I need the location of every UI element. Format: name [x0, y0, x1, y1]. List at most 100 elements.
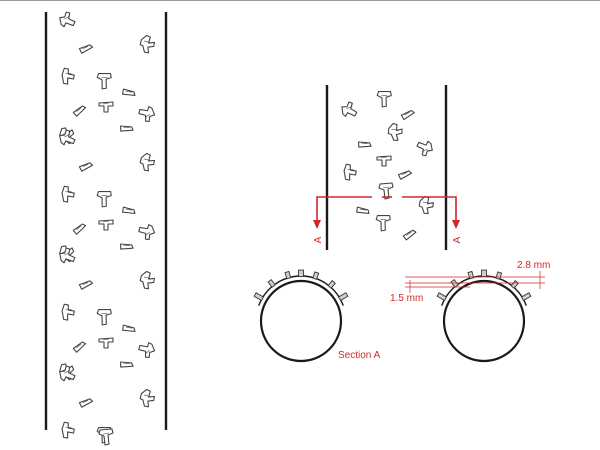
tread-block-icon: [356, 206, 370, 215]
tread-block-detail: [382, 186, 390, 189]
tread-block-detail: [144, 114, 150, 119]
tread-block-detail: [406, 231, 412, 236]
tread-block-detail: [347, 169, 354, 170]
tread-block-icon: [61, 303, 75, 321]
tread-lug: [327, 280, 336, 289]
cross-section-right: [436, 269, 532, 363]
tread-block-detail: [102, 432, 110, 435]
tread-block-detail: [125, 90, 132, 93]
tread-block-detail: [380, 156, 388, 159]
tread-block-icon: [138, 224, 156, 240]
tread-block-detail: [102, 102, 110, 105]
tread-block-detail: [125, 326, 132, 329]
tread-block-detail: [359, 208, 366, 211]
tread-block-detail: [102, 338, 110, 341]
tread-block-icon: [418, 195, 434, 215]
tread-block-detail: [123, 245, 130, 246]
tread-block-detail: [123, 363, 130, 364]
tread-block-icon: [59, 247, 76, 264]
tread-block-detail: [82, 46, 89, 50]
tread-block-detail: [82, 282, 89, 286]
tread-crown-left: [253, 269, 349, 306]
tread-lug: [520, 292, 532, 302]
tread-lug: [267, 278, 276, 288]
tread-block-detail: [144, 394, 151, 397]
tread-block-icon: [78, 280, 94, 290]
tread-block-icon: [387, 122, 403, 141]
tread-block-icon: [120, 243, 134, 250]
tread-block-icon: [72, 105, 87, 117]
tread-block-detail: [64, 15, 70, 20]
tread-block-detail: [65, 191, 72, 192]
tread-block-icon: [59, 365, 76, 382]
section-marker-right: A: [452, 236, 463, 243]
tread-block-detail: [422, 148, 428, 153]
tread-block-icon: [416, 140, 433, 157]
tread-block-detail: [101, 194, 108, 197]
tread-block-detail: [65, 73, 72, 74]
tread-blocks-short: [341, 90, 434, 241]
tread-lug: [450, 278, 459, 288]
tread-block-icon: [139, 270, 156, 290]
tread-block-icon: [120, 125, 134, 132]
tread-block-detail: [391, 128, 398, 131]
tread-block-detail: [422, 201, 429, 204]
cut-arrow-right: [452, 220, 460, 229]
tread-block-icon: [139, 388, 156, 408]
tread-block-detail: [82, 400, 89, 404]
tread-block-detail: [404, 111, 410, 116]
tread-block-icon: [96, 190, 112, 208]
tread-block-icon: [98, 337, 114, 349]
tread-block-icon: [358, 141, 372, 148]
tread-lug: [436, 292, 448, 302]
tread-block-detail: [101, 312, 108, 315]
tread-lug: [337, 292, 349, 302]
tread-block-icon: [72, 223, 87, 235]
tread-block-detail: [144, 158, 151, 161]
tread-block-icon: [122, 206, 136, 215]
tread-lug: [495, 271, 503, 280]
section-circle-right: [442, 279, 526, 363]
tread-block-icon: [376, 90, 392, 108]
tread-block-icon: [96, 72, 112, 90]
tread-block-icon: [139, 34, 156, 54]
tread-block-detail: [125, 208, 132, 211]
tread-lug: [467, 270, 475, 280]
tread-block-icon: [376, 155, 392, 167]
tread-block-icon: [98, 101, 114, 113]
tread-strip-short: [325, 85, 448, 250]
tread-block-icon: [138, 106, 156, 122]
tread-block-detail: [64, 133, 70, 138]
tread-block-detail: [76, 343, 82, 348]
tread-block-icon: [61, 421, 75, 439]
tread-crown-right: [436, 269, 532, 306]
tread-block-icon: [59, 129, 76, 146]
tread-block-detail: [101, 76, 108, 79]
tread-block-detail: [64, 369, 70, 374]
tread-block-icon: [122, 88, 136, 97]
tread-lug: [253, 292, 265, 302]
tread-block-detail: [82, 164, 89, 168]
tread-block-detail: [76, 107, 82, 112]
dimension-lines: [405, 271, 545, 293]
section-circle-left: [259, 279, 343, 363]
tread-block-detail: [380, 218, 387, 221]
tread-block-icon: [96, 308, 112, 326]
tread-block-icon: [72, 341, 87, 353]
tread-block-icon: [400, 109, 415, 121]
tread-block-detail: [144, 40, 151, 43]
section-cut-line: [316, 196, 457, 226]
tread-block-detail: [144, 350, 150, 355]
cut-line-right: [402, 196, 457, 226]
section-marker-left: A: [313, 236, 324, 243]
tread-block-icon: [98, 219, 114, 231]
tread-lug: [510, 280, 519, 289]
tread-block-icon: [78, 162, 94, 172]
tread-block-detail: [76, 225, 82, 230]
tread-block-detail: [361, 143, 368, 144]
tread-block-icon: [59, 11, 76, 28]
section-caption: Section A: [338, 350, 381, 361]
tread-block-icon: [61, 67, 75, 85]
tread-block-detail: [346, 106, 353, 110]
